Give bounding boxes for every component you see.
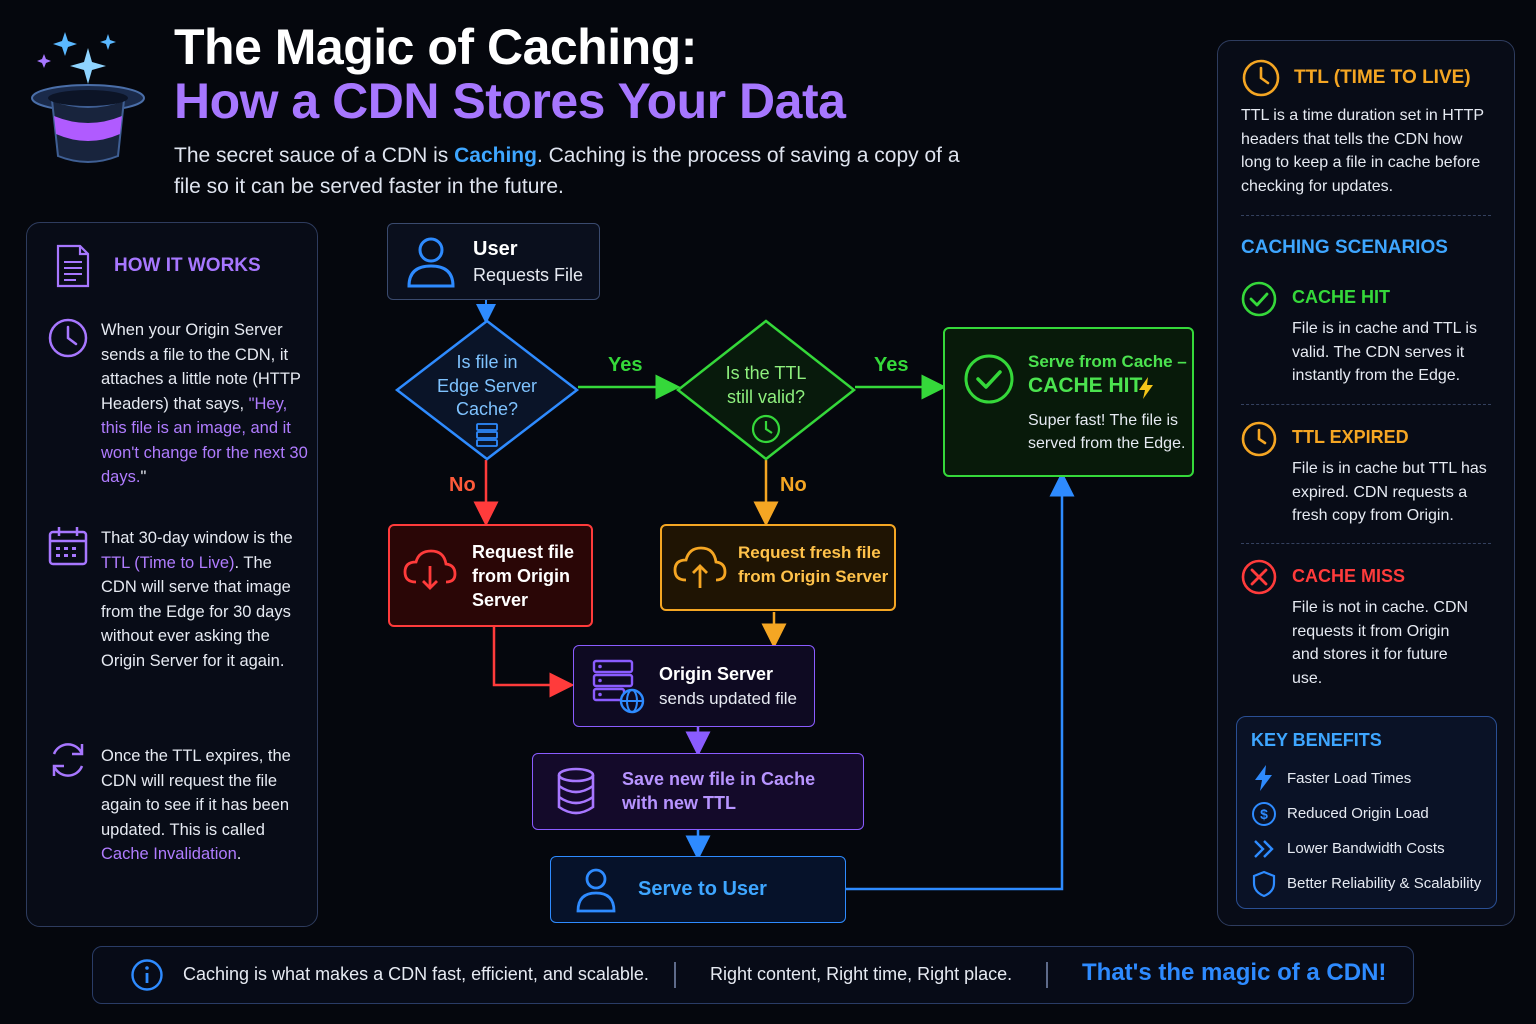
lightning-icon-benefit: [1255, 765, 1272, 791]
footer-separator: [1046, 962, 1048, 988]
server-globe-icon: [592, 659, 645, 714]
footer-text-3: That's the magic of a CDN!: [1082, 959, 1387, 986]
clock-icon-ttl: [1242, 59, 1280, 97]
decision-ttl-valid-diamond: [675, 319, 857, 461]
ttl-panel-desc: TTL is a time duration set in HTTP heade…: [1241, 107, 1484, 195]
origin-server-title: Origin Server: [659, 664, 774, 684]
request-origin-node: [388, 524, 593, 627]
user-icon: [407, 237, 455, 288]
check-circle-icon: [964, 354, 1014, 404]
user-node-title: User: [473, 238, 518, 260]
user-requests-node: [387, 223, 600, 300]
how-it-works-step3: Once the TTL expires, the CDN will reque…: [101, 747, 291, 863]
scenario-hit-name: CACHE HIT: [1292, 287, 1390, 307]
cache-hit-title: Serve from Cache –: [1028, 352, 1187, 371]
how-it-works-panel: [26, 222, 318, 927]
dollar-icon: $: [1252, 802, 1276, 826]
user-node-subtitle: Requests File: [473, 265, 584, 285]
svg-text:$: $: [1260, 806, 1268, 822]
benefits-title: KEY BENEFITS: [1251, 730, 1382, 750]
shield-icon: [1252, 870, 1276, 898]
decision-in-cache-diamond: [394, 319, 580, 461]
page-title-line2: How a CDN Stores Your Data: [174, 73, 846, 129]
footer-text-1: Caching is what makes a CDN fast, effici…: [183, 964, 649, 984]
scenario-hit-desc: File is in cache and TTL is valid. The C…: [1292, 320, 1477, 384]
ttl-panel-title: TTL (TIME TO LIVE): [1294, 67, 1471, 88]
scenario-miss-name: CACHE MISS: [1292, 566, 1406, 586]
document-icon: [56, 244, 90, 288]
how-it-works-step1: When your Origin Server sends a file to …: [101, 321, 308, 486]
intro-text: The secret sauce of a CDN is Caching. Ca…: [174, 144, 960, 198]
no-label-1: No: [449, 474, 476, 496]
how-it-works-step2: That 30-day window is the TTL (Time to L…: [101, 529, 293, 670]
x-circle-icon: [1241, 559, 1277, 595]
user-icon-serve: [576, 868, 616, 913]
yes-label-2: Yes: [874, 354, 909, 376]
footer-banner: [92, 946, 1414, 1004]
intro-highlight: Caching: [454, 144, 537, 167]
divider: [1241, 543, 1491, 544]
save-cache-node: [532, 753, 864, 830]
clock-icon-expired: [1241, 421, 1277, 457]
key-benefits-box: [1236, 716, 1497, 909]
footer-text-2: Right content, Right time, Right place.: [710, 964, 1013, 984]
lightning-icon: [1139, 377, 1153, 399]
arrow-serve-to-hit: [846, 471, 1075, 891]
scenario-expired-desc: File is in cache but TTL has expired. CD…: [1292, 460, 1487, 524]
serve-to-user-label: Serve to User: [638, 878, 767, 900]
divider: [1241, 404, 1491, 405]
no-label-2: No: [780, 474, 807, 496]
request-fresh-node: [660, 524, 896, 611]
page-title-line1: The Magic of Caching:: [174, 19, 697, 75]
check-circle-icon-small: [1241, 281, 1277, 317]
refresh-icon: [52, 743, 84, 777]
arrow-miss-to-origin: [492, 627, 575, 698]
cloud-download-icon: [403, 549, 457, 590]
clock-icon: [48, 318, 88, 358]
database-icon: [557, 767, 595, 815]
origin-server-subtitle: sends updated file: [659, 689, 797, 708]
scenario-expired-name: TTL EXPIRED: [1292, 427, 1409, 447]
divider: [1241, 215, 1491, 216]
calendar-icon: [48, 527, 88, 566]
how-it-works-title: HOW IT WORKS: [114, 255, 261, 276]
info-icon: [131, 959, 163, 991]
benefit-item: Better Reliability & Scalability: [1287, 875, 1482, 892]
footer-separator: [674, 962, 676, 988]
benefit-item: Lower Bandwidth Costs: [1287, 840, 1445, 857]
benefit-item: Faster Load Times: [1287, 770, 1412, 787]
cloud-upload-icon: [673, 546, 727, 588]
scenario-miss-desc: File is not in cache. CDN requests it fr…: [1292, 599, 1469, 687]
scenarios-title: CACHING SCENARIOS: [1241, 237, 1448, 258]
cache-hit-label: CACHE HIT: [1028, 374, 1143, 397]
magic-hat-icon: [31, 32, 145, 163]
double-chevron-icon: [1254, 840, 1274, 858]
cache-hit-desc: Super fast! The file is served from the …: [1028, 412, 1186, 452]
yes-label-1: Yes: [608, 354, 643, 376]
benefit-item: Reduced Origin Load: [1287, 805, 1429, 822]
